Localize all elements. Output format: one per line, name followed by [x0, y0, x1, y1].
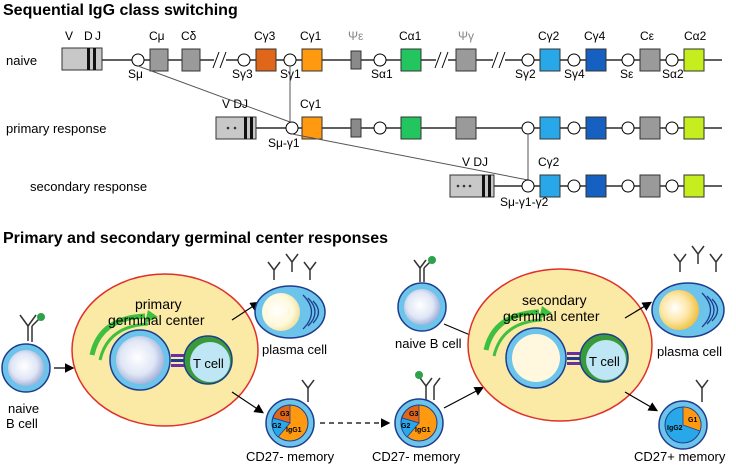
t-cell-label-2: T cell — [589, 354, 620, 369]
antibodies-1 — [267, 253, 317, 280]
switch-Sg2: Sγ2 — [515, 67, 536, 81]
plasma-cell-label-1: plasma cell — [262, 342, 327, 357]
secondary-locus: V DJ Sμ-γ1-γ2 Cγ2 — [449, 155, 722, 209]
switch-Smug1g2: Sμ-γ1-γ2 — [500, 195, 549, 209]
row-label-naive: naive — [6, 53, 37, 68]
switch-Se: Sε — [620, 67, 634, 81]
cd27neg-memory-1 — [265, 379, 315, 448]
gene-Ca2: Cα2 — [684, 29, 707, 43]
gene-Cg4: Cγ4 — [584, 29, 606, 43]
seg-IgG2: IgG2 — [667, 425, 683, 432]
switch-Sg4: Sγ4 — [564, 67, 585, 81]
naive-locus: V D J Sμ Cμ Cδ Sγ3 Cγ3 Sγ1 Cγ1 Ψε Sα1 Cα… — [61, 29, 722, 81]
naive-b-cell-label: naive B cell — [395, 336, 462, 351]
gene-Cdelta: Cδ — [181, 29, 197, 43]
seg-IgG1-1: IgG1 — [286, 427, 302, 434]
gene-Cmu: Cμ — [149, 29, 165, 43]
switch-Sa1: Sα1 — [371, 67, 393, 81]
row-label-primary: primary response — [6, 121, 106, 136]
gene-Ce: Cε — [640, 29, 655, 43]
primary-gc-label-1: primary — [135, 296, 182, 312]
secondary-gene-Cg2: Cγ2 — [538, 155, 560, 169]
cd27neg-memory-2 — [394, 371, 444, 448]
cd27neg-label-2: CD27- memory — [372, 449, 461, 464]
naive-b-label-2: B cell — [6, 416, 38, 431]
naive-b-cell-left — [1, 313, 51, 393]
row-label-secondary: secondary response — [30, 179, 147, 194]
plasma-cell-label-2: plasma cell — [657, 344, 722, 359]
gene-Psie: Ψε — [348, 29, 364, 43]
primary-germinal-center — [71, 273, 259, 427]
naive-b-label-1: naive — [8, 401, 39, 416]
plasma-cell-2 — [651, 282, 725, 338]
cd27pos-label: CD27+ memory — [634, 449, 726, 464]
secondary-vdj-label: V DJ — [462, 155, 488, 169]
seg-G1: G1 — [688, 417, 697, 424]
gene-V: V — [65, 29, 73, 43]
seg-G3-1: G3 — [280, 411, 289, 418]
secondary-gc-label-2: germinal center — [503, 308, 600, 324]
switch-Smug1: Sμ-γ1 — [268, 136, 300, 150]
gene-J: J — [95, 29, 101, 43]
switch-Sa2: Sα2 — [662, 67, 684, 81]
gene-Cg2: Cγ2 — [538, 29, 560, 43]
seg-G2-2: G2 — [401, 423, 410, 430]
secondary-germinal-center — [467, 268, 653, 422]
gene-Cg1: Cγ1 — [300, 29, 322, 43]
gene-Ca1: Cα1 — [399, 29, 422, 43]
antibodies-2 — [673, 245, 723, 272]
plasma-cell-1 — [254, 285, 326, 339]
seg-G3-2: G3 — [409, 411, 418, 418]
primary-locus: V DJ Sμ-γ1 Cγ1 — [215, 97, 722, 150]
seg-IgG1-2: IgG1 — [415, 427, 431, 434]
t-cell-label-1: T cell — [193, 356, 224, 371]
naive-b-cell-middle — [397, 256, 447, 332]
primary-vdj-label: V DJ — [222, 97, 248, 111]
gene-D: D — [84, 29, 93, 43]
gene-Psig: Ψγ — [458, 29, 474, 43]
switch-Sg1: Sγ1 — [280, 67, 301, 81]
section2-title: Primary and secondary germinal center re… — [3, 230, 388, 247]
gene-Cg3: Cγ3 — [254, 29, 276, 43]
cd27neg-label-1: CD27- memory — [246, 449, 335, 464]
section1-title: Sequential IgG class switching — [3, 2, 238, 19]
switch-Sg3: Sγ3 — [232, 67, 253, 81]
secondary-gc-label-1: secondary — [522, 292, 587, 308]
switch-Smu: Sμ — [128, 67, 143, 81]
primary-gene-Cg1: Cγ1 — [300, 97, 322, 111]
cd27pos-memory — [658, 379, 709, 450]
seg-G2-1: G2 — [272, 423, 281, 430]
primary-gc-label-2: germinal center — [108, 312, 205, 328]
